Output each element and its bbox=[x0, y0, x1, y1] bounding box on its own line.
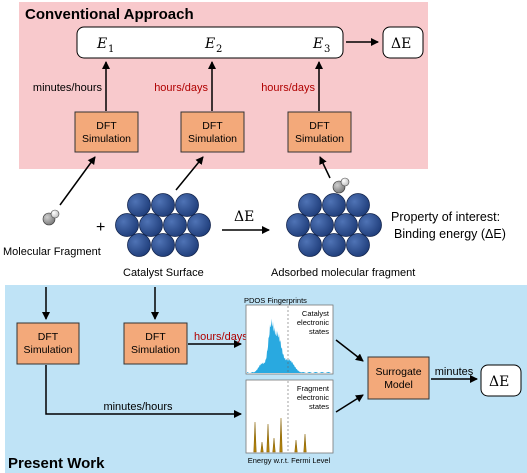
fragment-states-3: states bbox=[309, 402, 329, 411]
catalyst-surface-icon bbox=[115, 193, 211, 257]
catalyst-pdos-curve bbox=[247, 318, 332, 373]
time-catalyst-label: hours/days bbox=[194, 331, 248, 343]
adsorbed-label: Adsorbed molecular fragment bbox=[271, 267, 415, 279]
conventional-title: Conventional Approach bbox=[25, 6, 194, 23]
result-box-top bbox=[382, 26, 424, 59]
svg-text:Simulation: Simulation bbox=[188, 133, 237, 145]
time-fragment-label: minutes/hours bbox=[103, 401, 173, 413]
molecular-fragment-label: Molecular Fragment bbox=[3, 246, 101, 258]
svg-text:3: 3 bbox=[324, 44, 330, 55]
svg-text:DFT: DFT bbox=[38, 331, 59, 343]
dft-box-catalyst: DFT Simulation bbox=[123, 322, 188, 365]
pdos-catalyst-plot bbox=[247, 306, 332, 373]
adsorbate-on-surface bbox=[332, 177, 350, 194]
plus-sign: + bbox=[96, 219, 105, 236]
catalyst-states-1: Catalyst bbox=[302, 309, 330, 318]
catalyst-states-3: states bbox=[309, 327, 329, 336]
surface-atom bbox=[346, 233, 370, 257]
surface-atom bbox=[151, 193, 175, 217]
result-top-label: ΔE bbox=[391, 36, 411, 52]
fragment-states-2: electronic bbox=[297, 393, 329, 402]
result-box-bottom bbox=[480, 364, 522, 397]
property-line-1: Property of interest: bbox=[391, 210, 500, 224]
time-surrogate-label: minutes bbox=[435, 366, 474, 378]
present-title: Present Work bbox=[8, 455, 105, 472]
svg-text:1: 1 bbox=[108, 44, 114, 55]
arrow-adsorbed-dft3 bbox=[319, 156, 331, 179]
energy-e2: E 2 bbox=[204, 36, 222, 55]
dft-box-1: DFT Simulation bbox=[74, 111, 139, 153]
svg-text:Model: Model bbox=[384, 379, 413, 391]
dft-box-3: DFT Simulation bbox=[287, 111, 352, 153]
pdos-title: PDOS Fingerprints bbox=[244, 296, 307, 305]
surface-atom bbox=[187, 213, 211, 237]
fragment-pdos-peak bbox=[303, 433, 307, 453]
energy-e1: E 1 bbox=[96, 36, 114, 55]
fragment-pdos-peak bbox=[272, 437, 276, 453]
svg-text:Simulation: Simulation bbox=[295, 133, 344, 145]
arrow-catalyst-dft2 bbox=[175, 156, 204, 191]
surface-atom bbox=[334, 213, 358, 237]
surface-atom bbox=[286, 213, 310, 237]
surface-atom bbox=[175, 233, 199, 257]
time-label-1: minutes/hours bbox=[33, 82, 103, 94]
arrow-fragment-pdos bbox=[45, 365, 242, 418]
surface-atom bbox=[163, 213, 187, 237]
result-bottom-label: ΔE bbox=[489, 374, 509, 390]
pdos-xaxis-label: Energy w.r.t. Fermi Level bbox=[248, 456, 331, 465]
surface-atom bbox=[298, 233, 322, 257]
dft-box-fragment: DFT Simulation bbox=[16, 322, 80, 365]
pdos-fragment-frame bbox=[245, 379, 334, 454]
surface-atom bbox=[175, 193, 199, 217]
surface-atom bbox=[127, 193, 151, 217]
surface-atom bbox=[115, 213, 139, 237]
catalyst-states-2: electronic bbox=[297, 318, 329, 327]
surface-atom bbox=[139, 213, 163, 237]
surrogate-model-box: Surrogate Model bbox=[367, 356, 430, 400]
svg-text:DFT: DFT bbox=[145, 331, 166, 343]
svg-text:DFT: DFT bbox=[96, 120, 117, 132]
surface-atom bbox=[322, 233, 346, 257]
catalyst-surface-label: Catalyst Surface bbox=[123, 267, 204, 279]
svg-text:Surrogate: Surrogate bbox=[375, 366, 421, 378]
fragment-pdos-peak bbox=[294, 439, 298, 453]
surface-atom bbox=[322, 193, 346, 217]
dft-box-2: DFT Simulation bbox=[180, 111, 245, 153]
surface-atom bbox=[346, 193, 370, 217]
svg-text:E: E bbox=[312, 36, 323, 52]
energy-e3: E 3 bbox=[312, 36, 330, 55]
surface-atom bbox=[310, 213, 334, 237]
svg-text:DFT: DFT bbox=[202, 120, 223, 132]
svg-text:Simulation: Simulation bbox=[82, 133, 131, 145]
svg-text:DFT: DFT bbox=[309, 120, 330, 132]
surface-atom bbox=[127, 233, 151, 257]
svg-text:Simulation: Simulation bbox=[131, 344, 180, 356]
molecular-fragment-icon bbox=[42, 209, 60, 226]
svg-text:E: E bbox=[204, 36, 215, 52]
arrow-fragment-dft1 bbox=[59, 156, 96, 206]
svg-text:E: E bbox=[96, 36, 107, 52]
surface-atom bbox=[298, 193, 322, 217]
reaction-energy-label: ΔE bbox=[234, 209, 254, 225]
arrow-pdos-frag-surrogate bbox=[335, 394, 364, 413]
property-line-2: Binding energy (ΔE) bbox=[394, 227, 506, 241]
surface-atom bbox=[358, 213, 382, 237]
svg-text:Simulation: Simulation bbox=[23, 344, 72, 356]
arrow-pdos-cat-surrogate bbox=[335, 339, 364, 362]
fragment-pdos-peak bbox=[279, 417, 283, 453]
fragment-states-1: Fragment bbox=[297, 384, 330, 393]
fragment-pdos-peak bbox=[260, 441, 264, 453]
adsorbed-fragment-icon bbox=[286, 193, 382, 257]
fragment-pdos-peak bbox=[266, 423, 270, 453]
energy-box bbox=[76, 26, 344, 59]
time-label-3: hours/days bbox=[261, 82, 315, 94]
pdos-fragment-plot bbox=[253, 381, 307, 453]
fragment-pdos-peak bbox=[253, 421, 257, 453]
surface-atom bbox=[151, 233, 175, 257]
svg-text:2: 2 bbox=[216, 44, 222, 55]
time-label-2: hours/days bbox=[154, 82, 208, 94]
